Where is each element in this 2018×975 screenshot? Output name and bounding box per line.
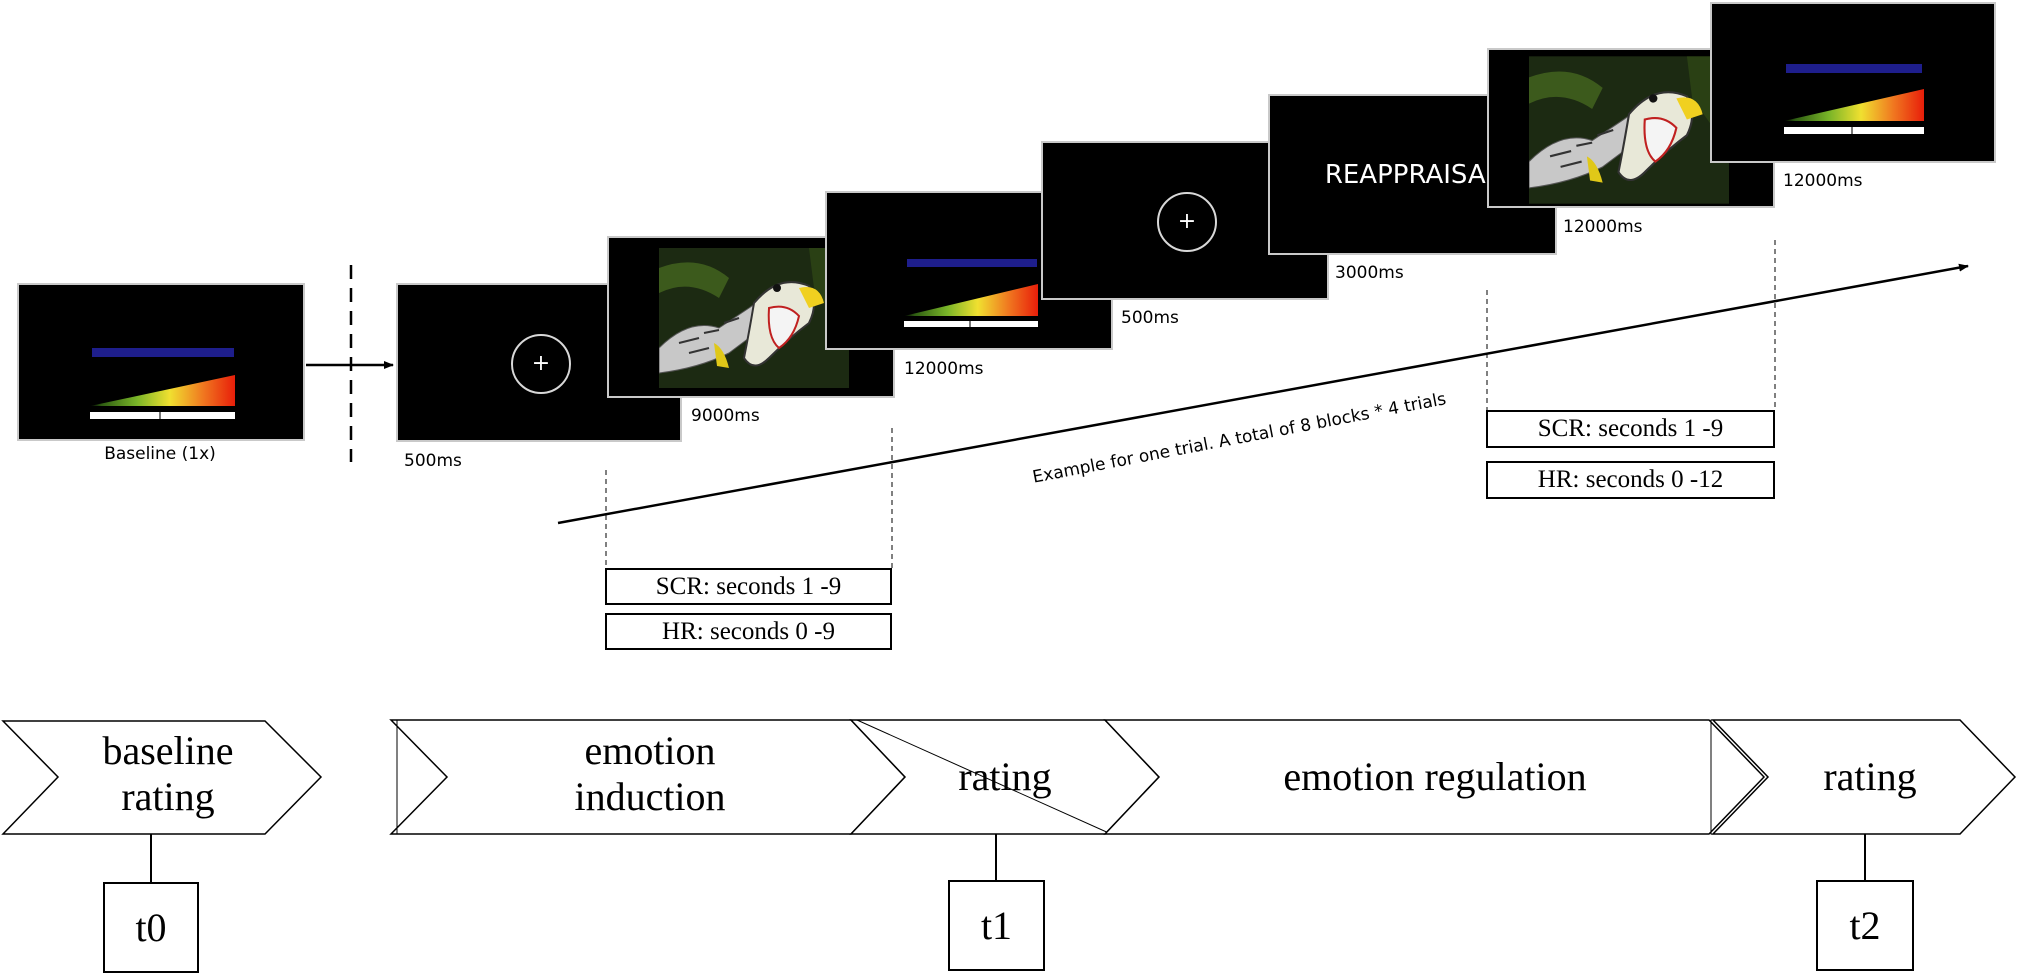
phase-label-baseline: baseline rating [102,728,234,819]
fixation-cross-icon: + [511,334,571,394]
duration-fixation-2: 500ms [1121,308,1179,328]
duration-instruction: 3000ms [1335,263,1404,283]
duration-rating-1: 12000ms [904,359,984,379]
rating-options [1786,64,1922,73]
rating-scale-gradient [1784,89,1924,121]
timepoint-t1: t1 [948,880,1045,971]
fixation-cross-icon: + [1157,192,1217,252]
phase-label-rating-1: rating [958,754,1052,799]
rating-options [92,348,234,357]
baseline-rating-screen [17,283,305,441]
duration-fixation-1: 500ms [404,451,462,471]
phase-chevron-regulation [1103,719,1766,835]
duration-picture: 9000ms [691,406,760,426]
rating-scale-gradient [90,375,235,406]
phase-label-induction: emotion induction [574,728,726,819]
rating-options [907,259,1037,267]
rating-slider-track [90,412,235,419]
phase-chevron-rating-2 [1711,719,2017,835]
hr-window-induction: HR: seconds 0 -9 [605,613,892,650]
rating-scale-gradient [904,284,1038,316]
rating-slider-thumb [1851,127,1853,134]
time-arrow [557,263,1969,525]
phase-label-regulation: emotion regulation [1283,754,1587,799]
duration-rating-2: 12000ms [1783,171,1863,191]
picture-screen-1 [607,236,895,398]
duration-regulation: 12000ms [1563,217,1643,237]
rating-question [1712,34,1994,41]
baseline-label: Baseline (1x) [104,444,216,464]
rating-slider-track [1784,127,1924,134]
hr-window-regulation: HR: seconds 0 -12 [1486,461,1775,499]
phase-label-rating-2: rating [1823,754,1917,799]
timepoint-t0: t0 [103,882,199,973]
snake-image [1529,56,1729,204]
scr-window-regulation: SCR: seconds 1 -9 [1486,410,1775,448]
rating-slider-thumb [969,321,971,327]
rating-slider-track [904,321,1038,327]
rating-screen-2 [1710,2,1996,163]
rating-question [19,318,303,325]
rating-slider-thumb [159,412,161,419]
scr-window-induction: SCR: seconds 1 -9 [605,568,892,605]
reappraisal-instruction: REAPPRAISAL [1324,159,1501,190]
phase-chevron-baseline [1,720,323,835]
snake-image [659,248,849,388]
timepoint-t2: t2 [1816,880,1914,971]
